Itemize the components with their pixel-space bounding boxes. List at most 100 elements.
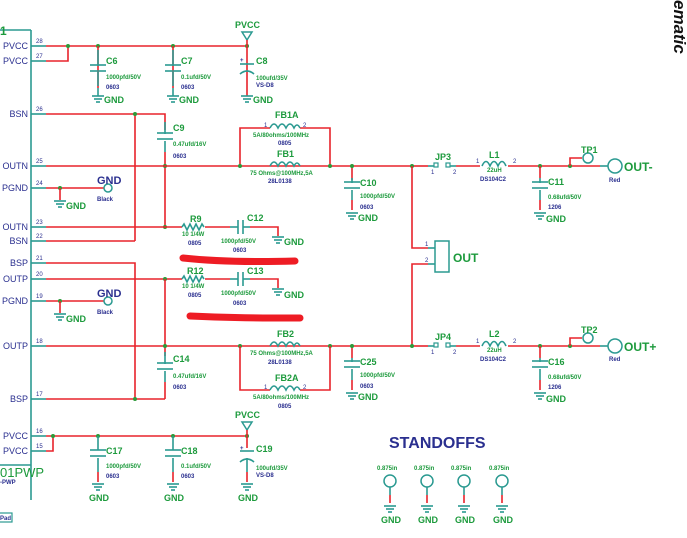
- terminal-out-minus[interactable]: OUT- Red: [600, 158, 653, 184]
- svg-text:0.875in: 0.875in: [377, 466, 398, 472]
- gnd-testpoint-2[interactable]: GND GND Black: [46, 288, 122, 324]
- svg-text:1: 1: [264, 385, 268, 391]
- out-minus-net: [410, 164, 600, 249]
- svg-text:0805: 0805: [278, 141, 292, 147]
- capacitor-c18: C18 0.1ufd/50V 0603 GND: [164, 436, 211, 503]
- svg-text:1: 1: [476, 159, 480, 165]
- svg-text:1: 1: [425, 242, 429, 248]
- svg-text:5A/80ohms/100MHz: 5A/80ohms/100MHz: [253, 395, 309, 401]
- svg-text:C9: C9: [173, 123, 185, 133]
- standoffs-section: STANDOFFS 0.875in GND 0.875in GND 0.875i…: [377, 435, 514, 525]
- svg-text:15: 15: [36, 444, 43, 450]
- svg-text:OUT-: OUT-: [624, 160, 653, 174]
- capacitor-c8: PVCC + C8 100ufd/35V VS-D8 GND: [235, 20, 288, 105]
- svg-text:0.1ufd/50V: 0.1ufd/50V: [181, 75, 211, 81]
- svg-text:1000pfd/50V: 1000pfd/50V: [221, 291, 256, 297]
- gnd-testpoint-1[interactable]: GND GND Black: [46, 175, 122, 211]
- svg-text:PVCC: PVCC: [3, 56, 29, 66]
- svg-text:GND: GND: [97, 175, 122, 187]
- svg-text:C13: C13: [247, 266, 264, 276]
- svg-text:0.47ufd/16V: 0.47ufd/16V: [173, 374, 206, 380]
- svg-text:0.875in: 0.875in: [451, 466, 472, 472]
- capacitor-c11: C11 0.68ufd/50V 1206 GND: [531, 166, 581, 224]
- svg-text:PVCC: PVCC: [3, 431, 29, 441]
- inductor-l2: L2 1 2 22uH DS104C2: [476, 329, 517, 363]
- connector-out[interactable]: 1 2 OUT: [411, 240, 479, 346]
- markup-strike-1: [179, 254, 299, 266]
- svg-text:100ufd/35V: 100ufd/35V: [256, 76, 288, 82]
- svg-text:2: 2: [453, 350, 457, 356]
- svg-text:FB1: FB1: [277, 149, 294, 159]
- svg-text:0603: 0603: [173, 385, 187, 391]
- svg-text:OUTP: OUTP: [3, 341, 28, 351]
- svg-text:PGND: PGND: [2, 296, 29, 306]
- capacitor-c19: PVCC + C19 100ufd/35V VS-D8 GND: [235, 410, 288, 503]
- jumper-jp3[interactable]: JP3 1 2: [428, 152, 457, 176]
- svg-text:0.68ufd/50V: 0.68ufd/50V: [548, 375, 581, 381]
- svg-text:GND: GND: [418, 515, 439, 525]
- terminal-out-plus[interactable]: OUT+ Red: [600, 338, 656, 363]
- capacitor-c17: C17 1000pfd/50V 0603 GND: [89, 436, 141, 503]
- svg-text:Black: Black: [97, 310, 114, 316]
- svg-text:C8: C8: [256, 56, 268, 66]
- svg-text:Red: Red: [609, 178, 621, 184]
- svg-text:OUTP: OUTP: [3, 274, 28, 284]
- svg-text:GND: GND: [66, 201, 87, 211]
- pvcc-bottom-rail: [46, 434, 249, 452]
- svg-text:22uH: 22uH: [487, 348, 502, 354]
- svg-text:PGND: PGND: [2, 183, 29, 193]
- svg-text:GND: GND: [358, 392, 379, 402]
- svg-text:1206: 1206: [548, 205, 562, 211]
- svg-text:GND: GND: [104, 95, 125, 105]
- bsp-net: [46, 262, 165, 401]
- svg-text:27: 27: [36, 54, 43, 60]
- pvcc-triangle-icon: [240, 31, 254, 42]
- ferrite-fb2a: FB2A 1 2 5A/80ohms/100MHz 0805: [239, 346, 331, 410]
- svg-text:DS104C2: DS104C2: [480, 177, 507, 183]
- svg-text:BSP: BSP: [10, 258, 28, 268]
- svg-text:BSN: BSN: [9, 109, 28, 119]
- svg-text:2: 2: [453, 170, 457, 176]
- svg-text:GND: GND: [546, 214, 567, 224]
- svg-text:0603: 0603: [106, 85, 120, 91]
- svg-text:0805: 0805: [188, 241, 202, 247]
- test-point-tp1[interactable]: TP1: [569, 145, 598, 166]
- svg-text:75 Ohms@100MHz,5A: 75 Ohms@100MHz,5A: [250, 351, 314, 357]
- test-point-tp2[interactable]: TP2: [569, 325, 598, 346]
- pvcc-label: PVCC: [235, 20, 261, 30]
- capacitor-c12: C12 1000pfd/50V 0603 GND: [221, 213, 305, 254]
- svg-text:C14: C14: [173, 354, 190, 364]
- svg-text:0.47ufd/16V: 0.47ufd/16V: [173, 142, 206, 148]
- jumper-jp4[interactable]: JP4 1 2: [428, 332, 457, 356]
- ic-package: -PWP: [0, 480, 16, 486]
- svg-text:C17: C17: [106, 446, 123, 456]
- ic-body: 1 01PWP -PWP Pad: [0, 24, 44, 523]
- svg-text:L2: L2: [489, 329, 500, 339]
- ic-ref: 1: [0, 24, 7, 38]
- ferrite-fb1a: FB1A 1 2 5A/80ohms/100MHz 0805: [238, 110, 332, 168]
- svg-text:+: +: [240, 446, 244, 452]
- capacitor-c13: C13 1000pfd/50V 0603 GND: [221, 266, 305, 307]
- standoffs-title: STANDOFFS: [389, 435, 486, 452]
- standoff-2: 0.875in GND: [414, 466, 439, 525]
- svg-text:23: 23: [36, 220, 43, 226]
- svg-text:OUTN: OUTN: [3, 161, 29, 171]
- standoff-3: 0.875in GND: [451, 466, 476, 525]
- standoff-1: 0.875in GND: [377, 466, 402, 525]
- svg-text:TP1: TP1: [581, 145, 598, 155]
- svg-text:GND: GND: [253, 95, 274, 105]
- svg-text:C12: C12: [247, 213, 264, 223]
- svg-text:L1: L1: [489, 150, 500, 160]
- svg-text:0.875in: 0.875in: [489, 466, 510, 472]
- svg-text:DS104C2: DS104C2: [480, 357, 507, 363]
- svg-text:0603: 0603: [106, 474, 120, 480]
